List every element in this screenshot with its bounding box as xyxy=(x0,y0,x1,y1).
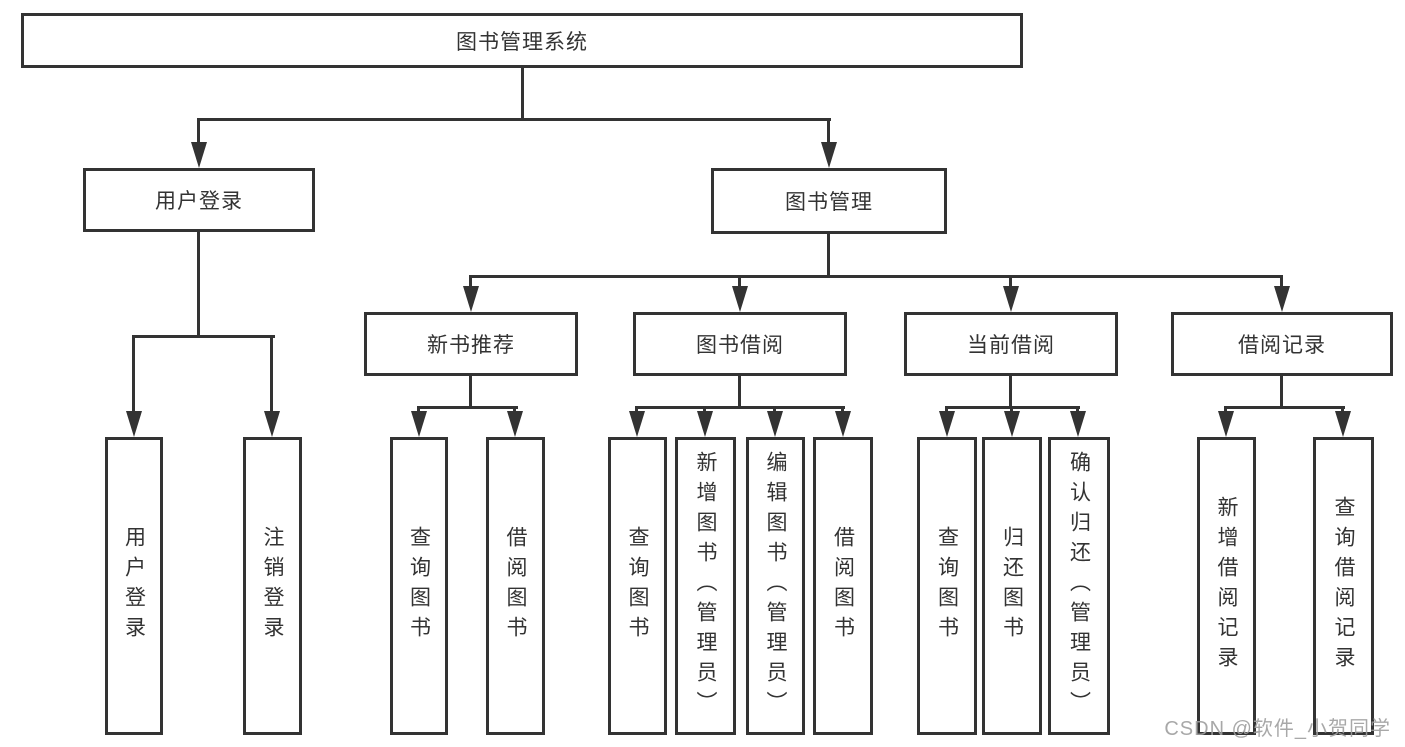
leaf-newbook-borrow-book: 借阅图书 xyxy=(486,437,545,735)
arrowhead-to-br-add xyxy=(1218,411,1234,437)
leaf-newbook-query-book: 查询图书 xyxy=(390,437,448,735)
connector-book-borrow-split xyxy=(636,406,845,409)
node-book-borrow: 图书借阅 xyxy=(633,312,847,376)
leaf-logout-label: 注销登录 xyxy=(261,526,284,646)
arrowhead-to-cb-return xyxy=(1004,411,1020,437)
connector-to-br-add-shaft xyxy=(1224,406,1227,413)
connector-book-borrow-stem xyxy=(738,376,741,406)
connector-root-split xyxy=(198,118,831,121)
connector-user-login-stem xyxy=(197,232,200,335)
leaf-current-query-book-label: 查询图书 xyxy=(935,526,959,646)
arrowhead-to-cb-query xyxy=(939,411,955,437)
arrowhead-to-leaf-logout xyxy=(264,411,280,437)
leaf-borrow-book: 借阅图书 xyxy=(813,437,873,735)
node-user-login-label: 用户登录 xyxy=(155,190,243,213)
leaf-borrow-query-book: 查询图书 xyxy=(608,437,667,735)
arrowhead-to-bb-borrow xyxy=(835,411,851,437)
node-new-book-recommend-label: 新书推荐 xyxy=(427,334,515,357)
arrowhead-to-bb-add xyxy=(697,411,713,437)
leaf-user-login: 用户登录 xyxy=(105,437,163,735)
arrowhead-to-current-borrow xyxy=(1003,286,1019,312)
leaf-add-book-admin-label: 新增图书（管理员） xyxy=(694,451,717,721)
leaf-borrow-book-label: 借阅图书 xyxy=(831,526,855,646)
connector-to-leaf-logout-shaft xyxy=(270,335,273,413)
node-current-borrow: 当前借阅 xyxy=(904,312,1118,376)
node-book-management: 图书管理 xyxy=(711,168,947,234)
connector-to-cb-query-shaft xyxy=(945,406,948,413)
arrowhead-to-leaf-login xyxy=(126,411,142,437)
connector-to-bb-borrow-shaft xyxy=(841,406,844,413)
leaf-user-login-label: 用户登录 xyxy=(122,526,146,646)
connector-to-current-borrow-shaft xyxy=(1009,275,1012,289)
node-current-borrow-label: 当前借阅 xyxy=(967,334,1055,357)
leaf-query-borrow-record-label: 查询借阅记录 xyxy=(1332,496,1355,676)
leaf-edit-book-admin-label: 编辑图书（管理员） xyxy=(764,451,787,721)
leaf-newbook-borrow-book-label: 借阅图书 xyxy=(504,526,527,646)
arrowhead-to-book-borrow xyxy=(732,286,748,312)
leaf-confirm-return-admin-label: 确认归还（管理员） xyxy=(1067,451,1091,721)
connector-new-book-stem xyxy=(469,376,472,406)
connector-root-stem xyxy=(521,68,524,118)
leaf-return-book: 归还图书 xyxy=(982,437,1042,735)
leaf-borrow-query-book-label: 查询图书 xyxy=(626,526,649,646)
node-root-label: 图书管理系统 xyxy=(456,30,588,54)
connector-to-new-book-shaft xyxy=(469,275,472,289)
node-user-login: 用户登录 xyxy=(83,168,315,232)
connector-current-borrow-split xyxy=(946,406,1080,409)
arrowhead-to-user-login xyxy=(191,142,207,168)
arrowhead-to-bb-query xyxy=(629,411,645,437)
connector-to-book-management-shaft xyxy=(827,118,830,144)
connector-to-bb-add-shaft xyxy=(703,406,706,413)
connector-to-cb-confirm-shaft xyxy=(1076,406,1079,413)
connector-to-br-query-shaft xyxy=(1341,406,1344,413)
connector-to-leaf-login-shaft xyxy=(132,335,135,413)
leaf-newbook-query-book-label: 查询图书 xyxy=(407,526,431,646)
leaf-current-query-book: 查询图书 xyxy=(917,437,977,735)
node-book-management-label: 图书管理 xyxy=(785,191,873,214)
connector-borrow-record-stem xyxy=(1280,376,1283,406)
leaf-return-book-label: 归还图书 xyxy=(1000,526,1024,646)
arrowhead-to-nb-query xyxy=(411,411,427,437)
leaf-logout: 注销登录 xyxy=(243,437,302,735)
connector-user-login-split xyxy=(133,335,275,338)
arrowhead-to-borrow-record xyxy=(1274,286,1290,312)
node-root: 图书管理系统 xyxy=(21,13,1023,68)
connector-book-management-split xyxy=(470,275,1283,278)
arrowhead-to-new-book xyxy=(463,286,479,312)
arrowhead-to-nb-borrow xyxy=(507,411,523,437)
connector-to-nb-borrow-shaft xyxy=(513,406,516,413)
watermark: CSDN @软件_小贺同学 xyxy=(1164,718,1391,740)
arrowhead-to-cb-confirm xyxy=(1070,411,1086,437)
node-new-book-recommend: 新书推荐 xyxy=(364,312,578,376)
connector-to-cb-return-shaft xyxy=(1010,406,1013,413)
leaf-add-borrow-record-label: 新增借阅记录 xyxy=(1215,496,1238,676)
connector-borrow-record-split xyxy=(1225,406,1345,409)
leaf-edit-book-admin: 编辑图书（管理员） xyxy=(746,437,805,735)
connector-to-bb-query-shaft xyxy=(635,406,638,413)
leaf-add-book-admin: 新增图书（管理员） xyxy=(675,437,736,735)
connector-book-management-stem xyxy=(827,234,830,275)
arrowhead-to-br-query xyxy=(1335,411,1351,437)
connector-to-bb-edit-shaft xyxy=(773,406,776,413)
connector-current-borrow-stem xyxy=(1009,376,1012,406)
leaf-add-borrow-record: 新增借阅记录 xyxy=(1197,437,1256,735)
leaf-confirm-return-admin: 确认归还（管理员） xyxy=(1048,437,1110,735)
node-borrow-record-label: 借阅记录 xyxy=(1238,334,1326,357)
arrowhead-to-bb-edit xyxy=(767,411,783,437)
connector-to-book-borrow-shaft xyxy=(738,275,741,289)
leaf-query-borrow-record: 查询借阅记录 xyxy=(1313,437,1374,735)
connector-to-borrow-record-shaft xyxy=(1280,275,1283,289)
node-book-borrow-label: 图书借阅 xyxy=(696,334,784,357)
node-borrow-record: 借阅记录 xyxy=(1171,312,1393,376)
connector-to-user-login-shaft xyxy=(197,118,200,144)
arrowhead-to-book-management xyxy=(821,142,837,168)
connector-new-book-split xyxy=(418,406,518,409)
connector-to-nb-query-shaft xyxy=(417,406,420,413)
